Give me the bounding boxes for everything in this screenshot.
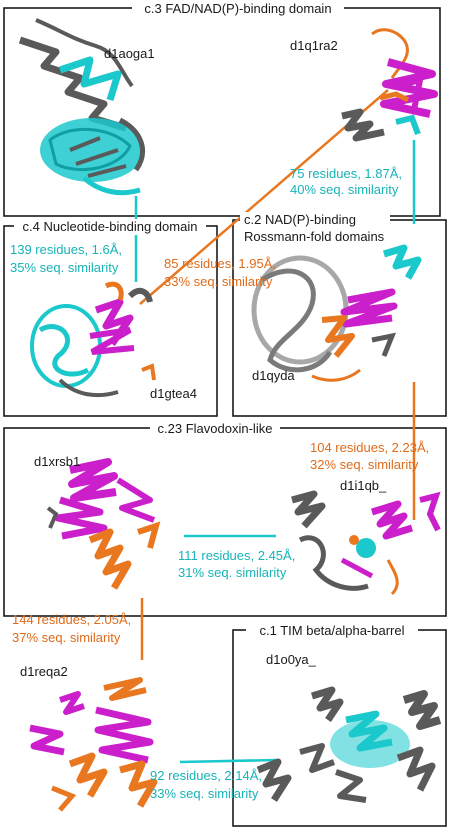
protein-d1i1qb	[291, 490, 441, 596]
label-d1q1ra2: d1q1ra2	[290, 38, 338, 53]
panel-c23-title: c.23 Flavodoxin-like	[158, 421, 273, 436]
alignment-a5-line2: 31% seq. similarity	[178, 565, 287, 580]
label-d1gtea4: d1gtea4	[150, 386, 197, 401]
alignment-a6-line2: 37% seq. similarity	[12, 630, 121, 645]
alignment-annotation-a3: 85 residues, 1.95Å, 33% seq. similarity	[164, 256, 276, 289]
label-d1xrsb1: d1xrsb1	[34, 454, 80, 469]
label-d1i1qb: d1i1qb_	[340, 478, 387, 493]
alignment-a3-line1: 85 residues, 1.95Å,	[164, 256, 276, 271]
alignment-a1-line2: 40% seq. similarity	[290, 182, 399, 197]
protein-d1q1ra2	[341, 28, 438, 142]
panel-c1-title: c.1 TIM beta/alpha-barrel	[260, 623, 405, 638]
panel-c2-title-line2: Rossmann-fold domains	[244, 229, 385, 244]
alignment-annotation-a2: 139 residues, 1.6Å, 35% seq. similarity	[10, 242, 122, 275]
protein-d1qyda	[251, 244, 422, 382]
protein-d1xrsb1	[46, 458, 161, 590]
connector-d1reqa2-d1o0ya	[179, 758, 277, 764]
label-d1reqa2: d1reqa2	[20, 664, 68, 679]
protein-d1o0ya	[256, 686, 442, 803]
panel-c3-title: c.3 FAD/NAD(P)-binding domain	[144, 1, 331, 16]
label-d1aoga1: d1aoga1	[104, 46, 155, 61]
alignment-a7-line1: 92 residues, 2.14Å,	[150, 768, 262, 783]
alignment-annotation-a1: 75 residues, 1.87Å, 40% seq. similarity	[290, 166, 402, 197]
protein-d1aoga1	[18, 18, 146, 196]
protein-d1gtea4	[30, 281, 156, 398]
alignment-annotation-a7: 92 residues, 2.14Å, 33% seq. similarity	[150, 768, 262, 801]
alignment-a6-line1: 144 residues, 2.05Å,	[12, 612, 131, 627]
panel-c2-title-line1: c.2 NAD(P)-binding	[244, 212, 356, 227]
alignment-a4-line1: 104 residues, 2.23Å,	[310, 440, 429, 455]
alignment-a7-line2: 33% seq. similarity	[150, 786, 259, 801]
label-d1qyda: d1qyda	[252, 368, 295, 383]
protein-d1reqa2	[29, 677, 158, 812]
alignment-annotation-a5: 111 residues, 2.45Å, 31% seq. similarity	[178, 548, 295, 580]
label-d1o0ya: d1o0ya_	[266, 652, 317, 667]
alignment-a2-line2: 35% seq. similarity	[10, 260, 119, 275]
alignment-a4-line2: 32% seq. similarity	[310, 457, 419, 472]
alignment-annotation-a6: 144 residues, 2.05Å, 37% seq. similarity	[12, 612, 131, 645]
alignment-annotation-a4: 104 residues, 2.23Å, 32% seq. similarity	[310, 440, 429, 472]
alignment-a2-line1: 139 residues, 1.6Å,	[10, 242, 122, 257]
alignment-a3-line2: 33% seq. similarity	[164, 274, 273, 289]
panel-c4-title: c.4 Nucleotide-binding domain	[23, 219, 198, 234]
alignment-a5-line1: 111 residues, 2.45Å,	[178, 548, 295, 563]
alignment-a1-line1: 75 residues, 1.87Å,	[290, 166, 402, 181]
